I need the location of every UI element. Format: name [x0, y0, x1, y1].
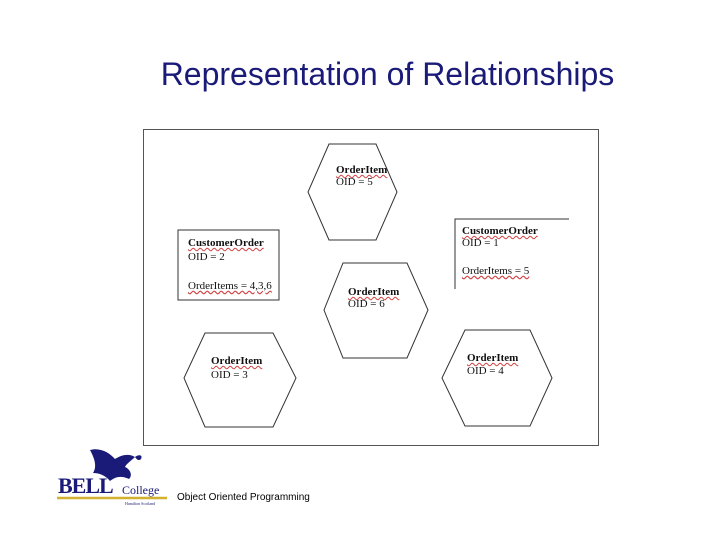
hexagon-orderitem-5: [307, 143, 398, 241]
hex-top-class: OrderItem: [336, 164, 388, 176]
diagram-shapes: [177, 143, 569, 428]
hex-center-oid: OID = 6: [348, 298, 385, 310]
box-left-items: OrderItems = 4,3,6: [188, 280, 272, 292]
hexagon-orderitem-6: [323, 262, 429, 359]
hex-bottom-left-class: OrderItem: [211, 355, 263, 367]
logo-bell-text: BELL: [58, 473, 114, 498]
box-left-oid: OID = 2: [188, 251, 225, 263]
slide-title: Representation of Relationships: [160, 56, 615, 92]
logo-college-text: College: [122, 483, 160, 497]
footer-course: Object Oriented Programming: [177, 492, 310, 503]
hex-bottom-right-class: OrderItem: [467, 352, 519, 364]
hex-top-oid: OID = 5: [336, 176, 373, 188]
box-customerorder-2: [177, 229, 280, 301]
box-right-oid: OID = 1: [462, 237, 499, 249]
box-right-class: CustomerOrder: [462, 225, 538, 237]
box-customerorder-1: [454, 218, 569, 289]
box-left-class: CustomerOrder: [188, 237, 264, 249]
logo-tagline: Hamilton Scotland: [125, 501, 156, 506]
relationship-diagram: OrderItem OID = 5 OrderItem OID = 6 Orde…: [143, 129, 599, 446]
hex-center-class: OrderItem: [348, 286, 400, 298]
hex-bottom-right-oid: OID = 4: [467, 365, 504, 377]
hex-bottom-left-oid: OID = 3: [211, 369, 248, 381]
box-right-items: OrderItems = 5: [462, 265, 530, 277]
bell-college-logo: [57, 449, 167, 500]
hexagon-orderitem-4: [441, 329, 553, 427]
hexagon-orderitem-3: [183, 332, 297, 428]
